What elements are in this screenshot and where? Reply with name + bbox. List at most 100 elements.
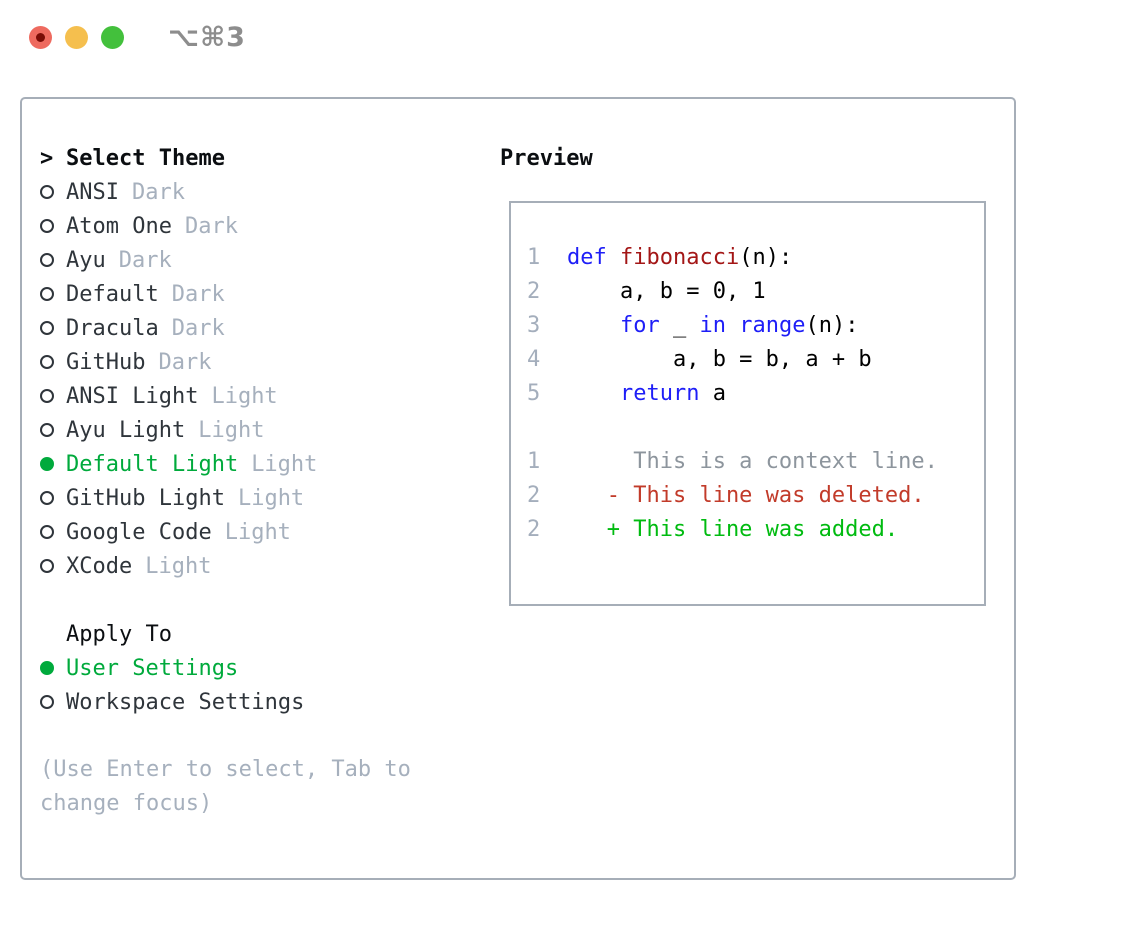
minimize-button[interactable] [65,26,88,49]
radio-icon [40,661,54,675]
theme-option[interactable]: ANSI Dark [40,175,490,209]
code-line: 1 def fibonacci(n): [527,245,984,279]
theme-option[interactable]: Default Dark [40,277,490,311]
theme-option[interactable]: Dracula Dark [40,311,490,345]
line-number: 5 [527,381,541,406]
apply-to-option[interactable]: Workspace Settings [40,685,490,719]
radio-icon [40,355,54,369]
code-token [567,381,620,406]
theme-name: Google Code [66,519,212,545]
theme-variant-tag: Dark [158,349,212,375]
close-button[interactable] [29,26,52,49]
select-theme-header: > Select Theme [40,141,490,175]
theme-variant-tag: Light [198,417,265,443]
maximize-button[interactable] [101,26,124,49]
line-number: 4 [527,347,541,372]
theme-variant-tag: Dark [171,281,225,307]
theme-name: ANSI Light [66,383,199,409]
code-token: (n): [805,313,859,338]
theme-variant-tag: Light [145,553,212,579]
code-line: 2 a, b = 0, 1 [527,279,984,313]
code-token: fibonacci [620,245,740,270]
radio-icon [40,491,54,505]
theme-option[interactable]: GitHub Light Light [40,481,490,515]
theme-option[interactable]: Ayu Dark [40,243,490,277]
radio-icon [40,525,54,539]
theme-name: Default Light [66,451,239,477]
code-line: 4 a, b = b, a + b [527,347,984,381]
line-number: 2 [527,517,541,542]
line-number: 2 [527,483,541,508]
help-text: (Use Enter to select, Tab to change focu… [40,757,411,816]
radio-icon [40,559,54,573]
code-token: in [699,313,726,338]
apply-to-option[interactable]: User Settings [40,651,490,685]
theme-variant-tag: Light [251,451,318,477]
code-token: def [567,245,607,270]
spacer [40,583,490,617]
theme-name: GitHub Light [66,485,225,511]
theme-variant-tag: Dark [171,315,225,341]
close-dot-icon [36,33,45,42]
theme-name: ANSI [66,179,119,205]
radio-icon [40,253,54,267]
theme-name: Atom One [66,213,172,239]
code-token: a, b = b, a + b [567,347,872,372]
code-line: 5 return a [527,381,984,415]
line-number: 3 [527,313,541,338]
theme-option[interactable]: Google Code Light [40,515,490,549]
code-token [607,245,620,270]
apply-to-header: Apply To [40,617,490,651]
radio-icon [40,287,54,301]
line-number: 2 [527,279,541,304]
line-number: 1 [527,245,541,270]
code-token: _ [659,313,700,338]
code-line [527,415,984,449]
theme-variant-tag: Dark [131,179,185,205]
code-line: 2 - This line was deleted. [527,483,984,517]
select-theme-title: Select Theme [66,145,225,171]
code-token [567,313,620,338]
theme-variant-tag: Dark [118,247,172,273]
radio-icon [40,321,54,335]
apply-to-label: User Settings [66,655,239,681]
radio-icon [40,185,54,199]
code-line: 3 for _ in range(n): [527,313,984,347]
theme-name: Default [66,281,159,307]
code-token: (n): [739,245,793,270]
theme-variant-tag: Light [211,383,278,409]
radio-icon [40,423,54,437]
code-token: - This line was deleted. [567,483,925,508]
theme-option[interactable]: Default Light Light [40,447,490,481]
radio-icon [40,457,54,471]
focus-chevron-icon: > [40,145,54,171]
code-token: return [619,381,700,406]
theme-option[interactable]: ANSI Light Light [40,379,490,413]
code-token: a, b = 0, 1 [567,279,766,304]
code-token [726,313,739,338]
apply-to-label: Workspace Settings [66,689,305,715]
line-number: 1 [527,449,541,474]
code-line: 1 This is a context line. [527,449,984,483]
code-token: range [739,313,806,338]
theme-name: Dracula [66,315,159,341]
theme-name: Ayu [66,247,106,273]
apply-to-title: Apply To [66,621,172,647]
code-token: for [619,313,660,338]
theme-variant-tag: Light [224,519,291,545]
theme-variant-tag: Light [237,485,305,511]
titlebar: ⌥⌘3 [0,0,1140,75]
radio-icon [40,695,54,709]
code-line: 2 + This line was added. [527,517,984,551]
preview-title: Preview [500,145,593,171]
